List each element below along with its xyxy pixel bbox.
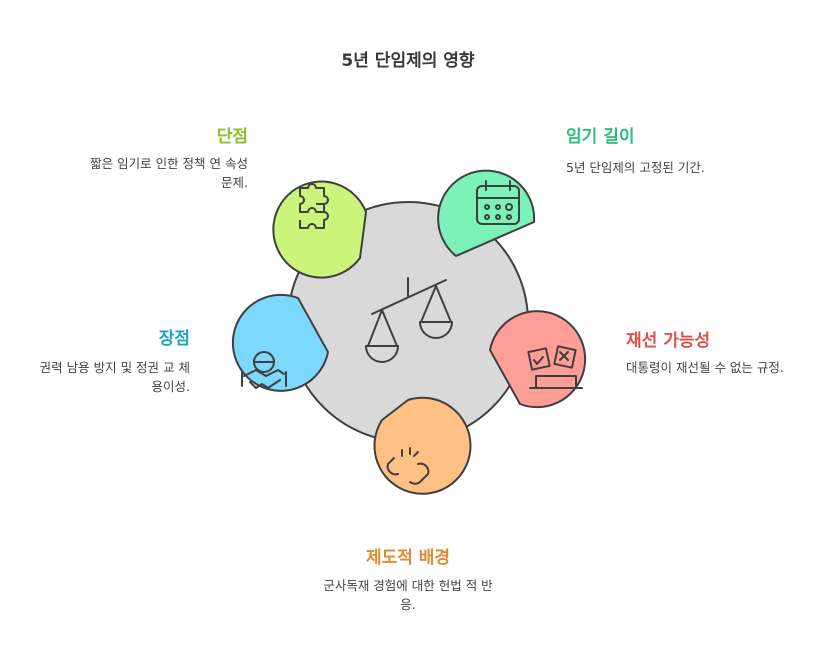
handshake-icon <box>241 351 287 389</box>
broken-chain-icon <box>386 447 430 485</box>
petal-cons <box>272 180 368 279</box>
background-description: 군사독재 경험에 대한 헌법 적 반응. <box>323 578 493 612</box>
term-heading: 임기 길이 <box>566 127 635 147</box>
petal-term <box>437 169 536 258</box>
petal-reelection <box>488 310 587 409</box>
pros-heading: 장점 <box>158 329 190 349</box>
petal-pros <box>231 293 330 392</box>
cons-description: 짧은 임기로 인한 정책 연 속성 문제. <box>90 156 248 190</box>
background-heading: 제도적 배경 <box>365 548 451 568</box>
term-description: 5년 단임제의 고정된 기간. <box>566 160 705 175</box>
page-title: 5년 단임제의 영향 <box>341 51 475 71</box>
cons-heading: 단점 <box>216 127 248 147</box>
pros-description: 권력 남용 방지 및 정권 교 체 용이성. <box>39 360 190 394</box>
ballot-box-icon <box>527 345 583 389</box>
reelection-heading: 재선 가능성 <box>626 331 711 351</box>
reelection-description: 대통령이 재선될 수 없는 규정. <box>626 360 784 375</box>
petal-background <box>373 396 472 495</box>
calendar-icon <box>476 180 520 225</box>
puzzle-icon <box>299 183 329 229</box>
scale-icon <box>365 277 453 363</box>
